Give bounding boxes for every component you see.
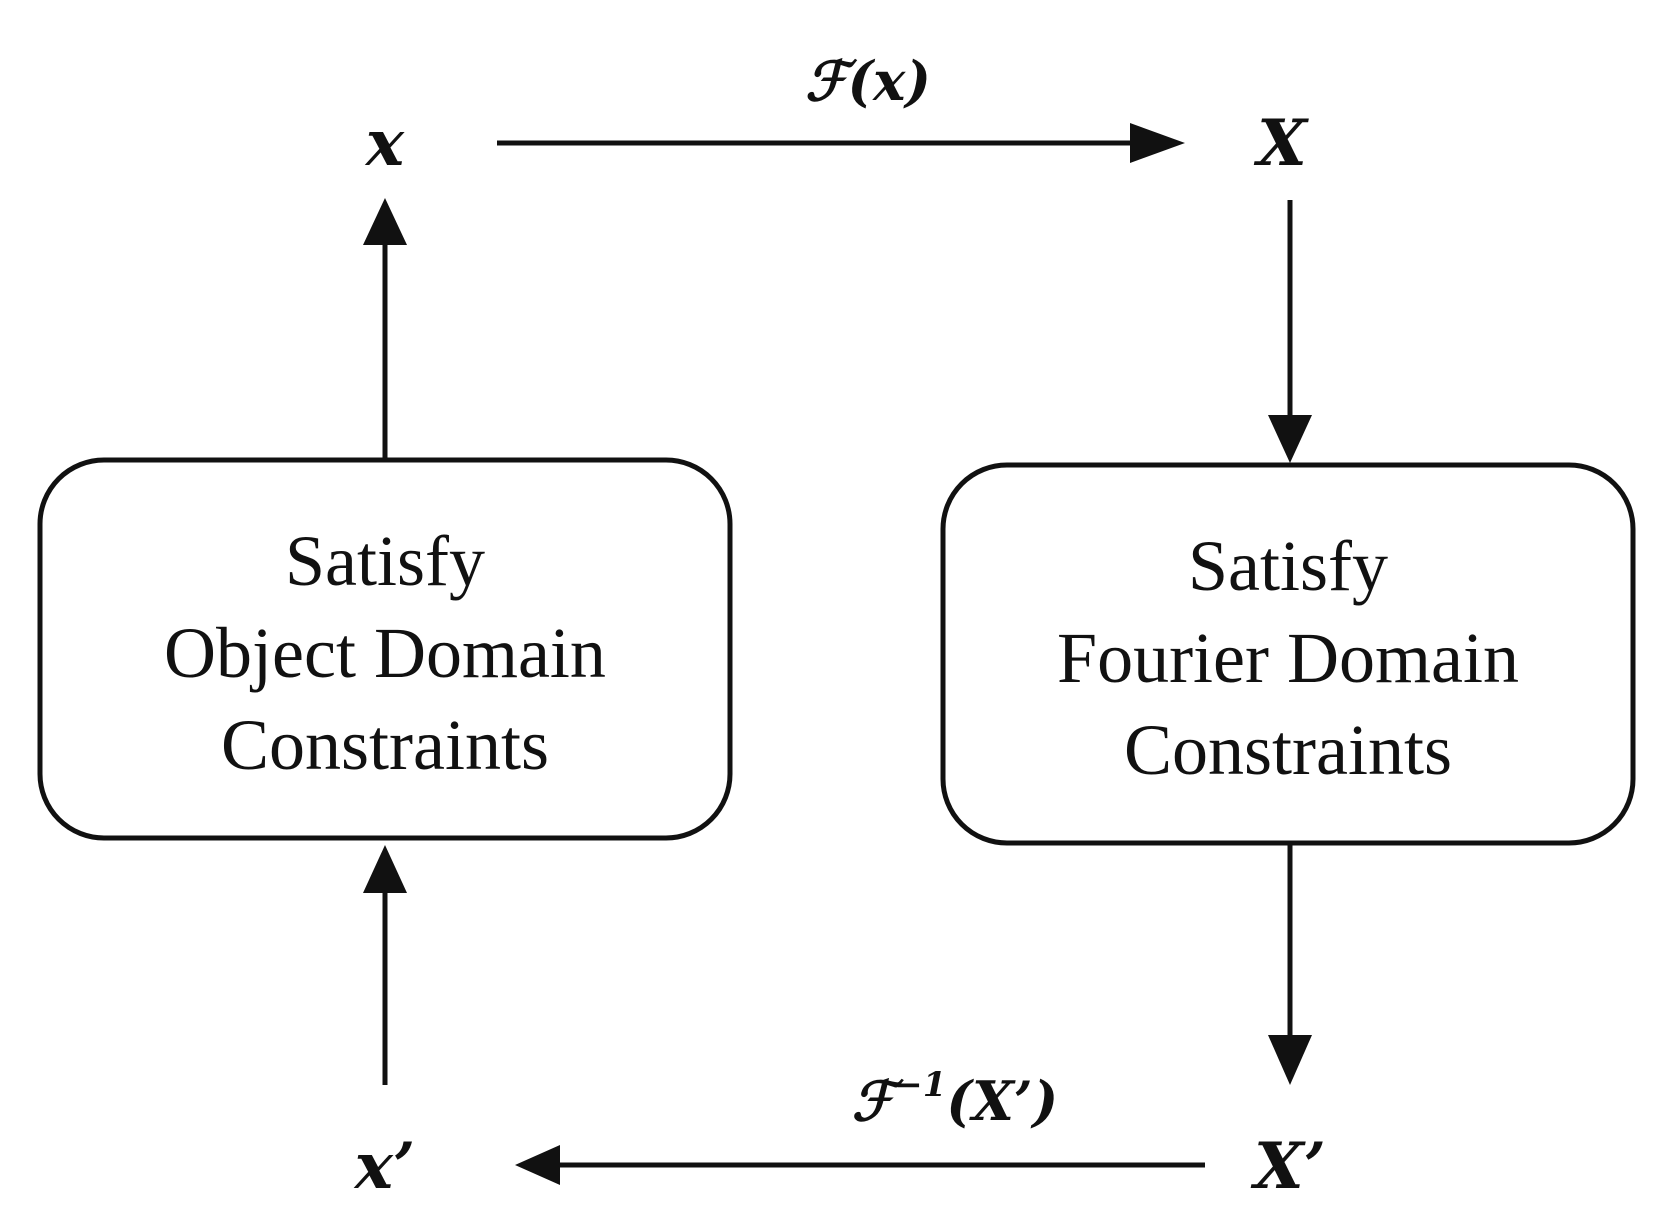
edge-X-prime-to-x-prime bbox=[515, 1145, 1205, 1185]
arrow-head-down bbox=[1268, 1035, 1312, 1085]
edge-x-to-X bbox=[497, 123, 1185, 163]
node-X-prime: X’ bbox=[1250, 1129, 1326, 1204]
fourier-domain-line-2: Fourier Domain bbox=[1057, 618, 1519, 698]
edge-fourier-box-to-X-prime bbox=[1268, 845, 1312, 1085]
edge-object-box-to-x bbox=[363, 198, 407, 458]
inverse-transform-argument: (X’) bbox=[946, 1069, 1058, 1133]
object-domain-box: Satisfy Object Domain Constraints bbox=[37, 457, 733, 841]
arrow-head-down bbox=[1268, 415, 1312, 463]
forward-transform-label: ℱ(x) bbox=[805, 49, 931, 113]
fourier-domain-box-frame bbox=[940, 462, 1636, 846]
arrow-head-up bbox=[363, 198, 407, 245]
node-x-prime: x’ bbox=[353, 1129, 415, 1204]
edge-X-to-fourier-box bbox=[1268, 200, 1312, 463]
inverse-transform-label: ℱ−1(X’) bbox=[852, 1065, 1058, 1133]
arrow-head-left bbox=[515, 1145, 560, 1185]
arrow-head-up bbox=[363, 845, 407, 893]
node-X: X bbox=[1253, 106, 1309, 181]
object-domain-line-2: Object Domain bbox=[164, 613, 606, 693]
fourier-domain-line-1: Satisfy bbox=[1188, 526, 1388, 606]
arrow-head-right bbox=[1130, 123, 1185, 163]
object-domain-box-frame bbox=[37, 457, 733, 841]
fourier-domain-line-3: Constraints bbox=[1124, 710, 1452, 790]
object-domain-line-3: Constraints bbox=[221, 705, 549, 785]
forward-transform-argument: (x) bbox=[848, 49, 931, 113]
fourier-domain-box: Satisfy Fourier Domain Constraints bbox=[940, 462, 1636, 846]
node-x: x bbox=[364, 106, 405, 181]
object-domain-line-1: Satisfy bbox=[285, 521, 485, 601]
inverse-transform-exponent: −1 bbox=[894, 1065, 946, 1105]
edge-x-prime-to-object-box bbox=[363, 845, 407, 1085]
